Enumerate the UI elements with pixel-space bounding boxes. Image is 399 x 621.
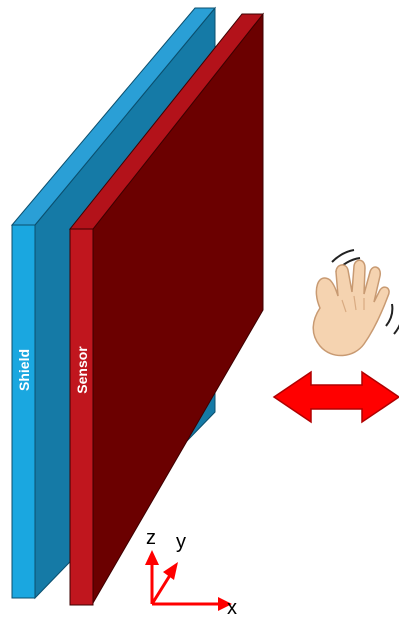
sensor-plate-front — [69, 228, 94, 606]
sensor-label: Sensor — [74, 346, 90, 394]
hand-motion-lines-right — [385, 303, 399, 335]
sensor-plate: Sensor — [68, 12, 265, 606]
hand-palm — [312, 259, 390, 357]
shield-plate-front — [11, 224, 36, 599]
x-axis-label: x — [227, 597, 237, 616]
z-axis-arrowhead — [145, 550, 159, 565]
coordinate-axes: z y x — [145, 527, 237, 619]
waving-hand-icon — [312, 249, 399, 357]
y-axis-line — [150, 571, 174, 605]
x-axis-arrowhead — [218, 597, 232, 611]
y-axis-label: y — [176, 531, 186, 553]
shield-label: Shield — [16, 349, 32, 391]
y-axis-arrowhead — [163, 562, 178, 580]
double-headed-arrow-icon — [272, 370, 399, 424]
hand-finger-creases — [341, 295, 365, 313]
z-axis-label: z — [146, 527, 156, 549]
double-headed-arrow — [272, 370, 399, 424]
